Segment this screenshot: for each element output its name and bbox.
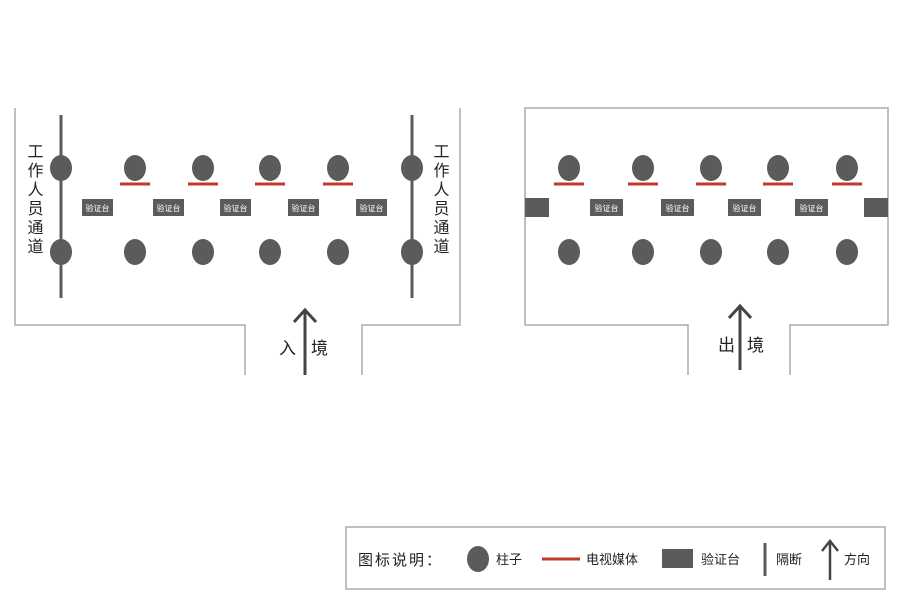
- exit-label-char-1: 出: [718, 336, 735, 356]
- pillar-icon: [632, 155, 654, 181]
- pillar-icon: [558, 155, 580, 181]
- legend-title: 图标说明：: [358, 551, 443, 569]
- booth-icon: [220, 199, 251, 216]
- direction-arrow-icon: [821, 538, 839, 580]
- entry-hall: 验证台 验证台 验证台 验证台 验证台 工作人员通道 工作人员通道: [14, 108, 461, 375]
- entry-hall-wall: [14, 108, 461, 375]
- booth-icon: [728, 199, 761, 216]
- booth-icon: [662, 549, 693, 568]
- booth-2: 验证台: [661, 199, 694, 216]
- entry-label-char-1: 入: [279, 339, 296, 359]
- legend-label-tv-media: 电视媒体: [586, 553, 638, 568]
- entry-direction-arrow-icon: [292, 307, 318, 375]
- pillar-icon: [401, 239, 423, 265]
- pillar-icon: [836, 155, 858, 181]
- pillar-icon: [259, 155, 281, 181]
- booth-icon: [795, 199, 828, 216]
- pillar-icon: [700, 155, 722, 181]
- exit-hall-wall: [524, 107, 889, 375]
- booth-icon: [356, 199, 387, 216]
- entry-label-char-2: 境: [311, 339, 328, 359]
- pillar-icon: [124, 239, 146, 265]
- exit-hall: 验证台 验证台 验证台 验证台 出 境: [524, 107, 889, 375]
- booth-label: 验证台: [86, 203, 110, 213]
- booth-label: 验证台: [157, 203, 181, 213]
- pillar-icon: [632, 239, 654, 265]
- booth-1: 验证台: [82, 199, 113, 216]
- booth-label: 验证台: [733, 203, 757, 213]
- pillar-icon: [767, 239, 789, 265]
- booth-icon: [590, 199, 623, 216]
- pillar-icon: [192, 155, 214, 181]
- booth-2: 验证台: [153, 199, 184, 216]
- partition-block-left: [525, 198, 549, 217]
- pillar-icon: [124, 155, 146, 181]
- booth-5: 验证台: [356, 199, 387, 216]
- legend-label-booth: 验证台: [701, 552, 740, 568]
- pillar-icon: [327, 155, 349, 181]
- booth-3: 验证台: [728, 199, 761, 216]
- pillar-icon: [401, 155, 423, 181]
- pillar-icon: [558, 239, 580, 265]
- partition-block-right: [864, 198, 888, 217]
- pillar-icon: [467, 546, 489, 572]
- booth-3: 验证台: [220, 199, 251, 216]
- pillar-icon: [50, 239, 72, 265]
- booth-icon: [82, 199, 113, 216]
- booth-icon: [661, 199, 694, 216]
- exit-direction-arrow-icon: [727, 303, 753, 370]
- pillar-icon: [259, 239, 281, 265]
- pillar-icon: [50, 155, 72, 181]
- pillar-icon: [192, 239, 214, 265]
- booth-label: 验证台: [292, 203, 316, 213]
- pillar-icon: [327, 239, 349, 265]
- booth-label: 验证台: [595, 203, 619, 213]
- pillar-icon: [767, 155, 789, 181]
- pillar-icon: [700, 239, 722, 265]
- legend-label-pillar: 柱子: [496, 553, 522, 568]
- booth-icon: [153, 199, 184, 216]
- booth-label: 验证台: [800, 203, 824, 213]
- booth-1: 验证台: [590, 199, 623, 216]
- booth-label: 验证台: [666, 203, 690, 213]
- staff-channel-label-right: 工作人员通道: [431, 143, 450, 257]
- booth-4: 验证台: [795, 199, 828, 216]
- booth-4: 验证台: [288, 199, 319, 216]
- booth-label: 验证台: [224, 203, 248, 213]
- legend-label-direction: 方向: [844, 552, 870, 568]
- staff-channel-label-left: 工作人员通道: [25, 143, 44, 257]
- booth-icon: [288, 199, 319, 216]
- pillar-icon: [836, 239, 858, 265]
- legend: 图标说明： 柱子 电视媒体 验证台 隔断 方向: [345, 526, 886, 590]
- exit-label-char-2: 境: [747, 336, 764, 356]
- legend-label-partition: 隔断: [776, 553, 802, 568]
- legend-box: [345, 526, 886, 590]
- booth-label: 验证台: [360, 203, 384, 213]
